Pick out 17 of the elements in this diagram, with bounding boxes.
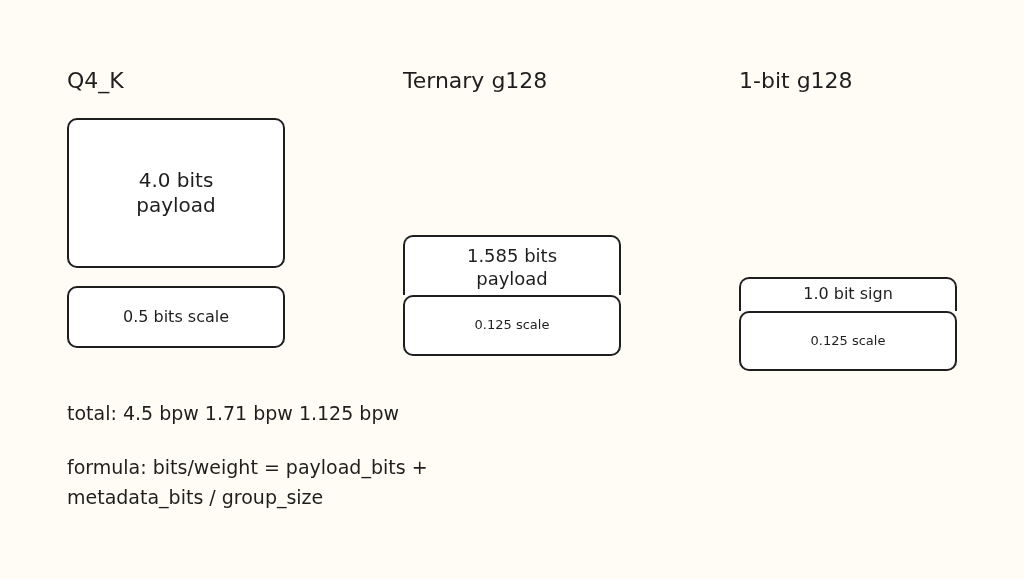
sign-box (739, 277, 957, 311)
scale-box (67, 286, 285, 348)
formula-note: formula: bits/weight = payload_bits + metadata_bits / group_size (67, 455, 429, 511)
box-label: 1.0 bit sign (803, 284, 893, 304)
box-label: 0.125 scale (474, 317, 550, 334)
box-label: 0.125 scale (810, 332, 886, 350)
payload-box (403, 235, 621, 295)
column-heading: Q4_K (67, 68, 124, 93)
scale-box (739, 311, 957, 371)
column-heading: Ternary g128 (403, 68, 548, 93)
box-label: 4.0 bits payload (135, 168, 217, 218)
scale-box (403, 295, 621, 356)
box-label: 1.585 bits payload (465, 245, 559, 290)
column-heading: 1-bit g128 (739, 68, 853, 93)
payload-box (67, 118, 285, 268)
totals-note: total: 4.5 bpw 1.71 bpw 1.125 bpw (67, 402, 399, 424)
box-label: 0.5 bits scale (122, 307, 230, 327)
